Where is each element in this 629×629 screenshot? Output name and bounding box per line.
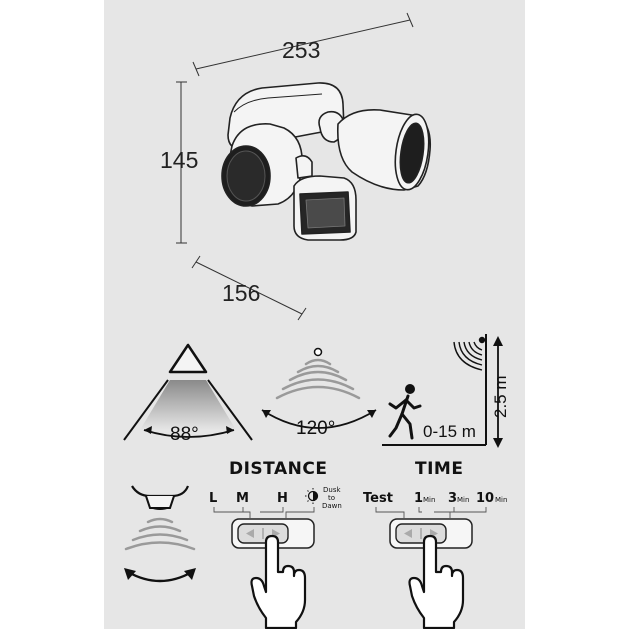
- time-hand-icon: [408, 534, 465, 629]
- vertical-angle-icon: [123, 343, 253, 441]
- time-option-3-unit: Min: [457, 496, 469, 504]
- depth-dimension: [191, 255, 307, 321]
- horizontal-angle-icon: [275, 347, 361, 400]
- dusk-label-line2: to: [328, 494, 335, 502]
- time-option-test: Test: [363, 491, 393, 506]
- time-option-1-unit: Min: [423, 496, 435, 504]
- dusk-to-dawn-icon: [305, 488, 319, 504]
- dusk-label-line1: Dusk: [323, 486, 341, 494]
- floodlight-product: [221, 82, 432, 241]
- height-label: 145: [160, 147, 198, 173]
- distance-hand-icon: [250, 534, 307, 629]
- range-label: 0-15 m: [423, 422, 476, 441]
- time-slider[interactable]: [389, 518, 473, 549]
- width-label: 253: [282, 37, 320, 63]
- walking-person-icon: [388, 384, 422, 440]
- horizontal-angle-arc: [261, 409, 377, 429]
- time-option-3-value: 3: [448, 491, 457, 506]
- distance-scale-lines: [213, 507, 315, 518]
- time-option-10-value: 10: [476, 491, 494, 506]
- distance-title: DISTANCE: [229, 459, 327, 479]
- height-arrow: [493, 336, 503, 448]
- time-option-10-unit: Min: [495, 496, 507, 504]
- time-option-1-value: 1: [414, 491, 423, 506]
- depth-label: 156: [222, 280, 260, 306]
- mount-wall: [382, 334, 487, 446]
- sensor-waves-icon: [453, 336, 486, 371]
- dusk-label-line3: Dawn: [322, 502, 342, 510]
- width-dimension: [192, 12, 414, 77]
- distance-option-low: L: [209, 491, 217, 506]
- adjustable-sensor-icon: [124, 485, 196, 583]
- slider-left-arrow-icon: [246, 529, 254, 538]
- vertical-angle-label: 88°: [170, 424, 199, 445]
- mount-height-label: 2.5 m: [491, 375, 510, 418]
- slider-left-arrow-icon: [404, 529, 412, 538]
- height-dimension: [176, 81, 187, 244]
- time-title: TIME: [415, 459, 463, 479]
- time-scale-lines: [375, 507, 487, 518]
- horizontal-angle-label: 120°: [296, 418, 335, 439]
- distance-option-high: H: [277, 491, 288, 506]
- distance-option-medium: M: [236, 491, 249, 506]
